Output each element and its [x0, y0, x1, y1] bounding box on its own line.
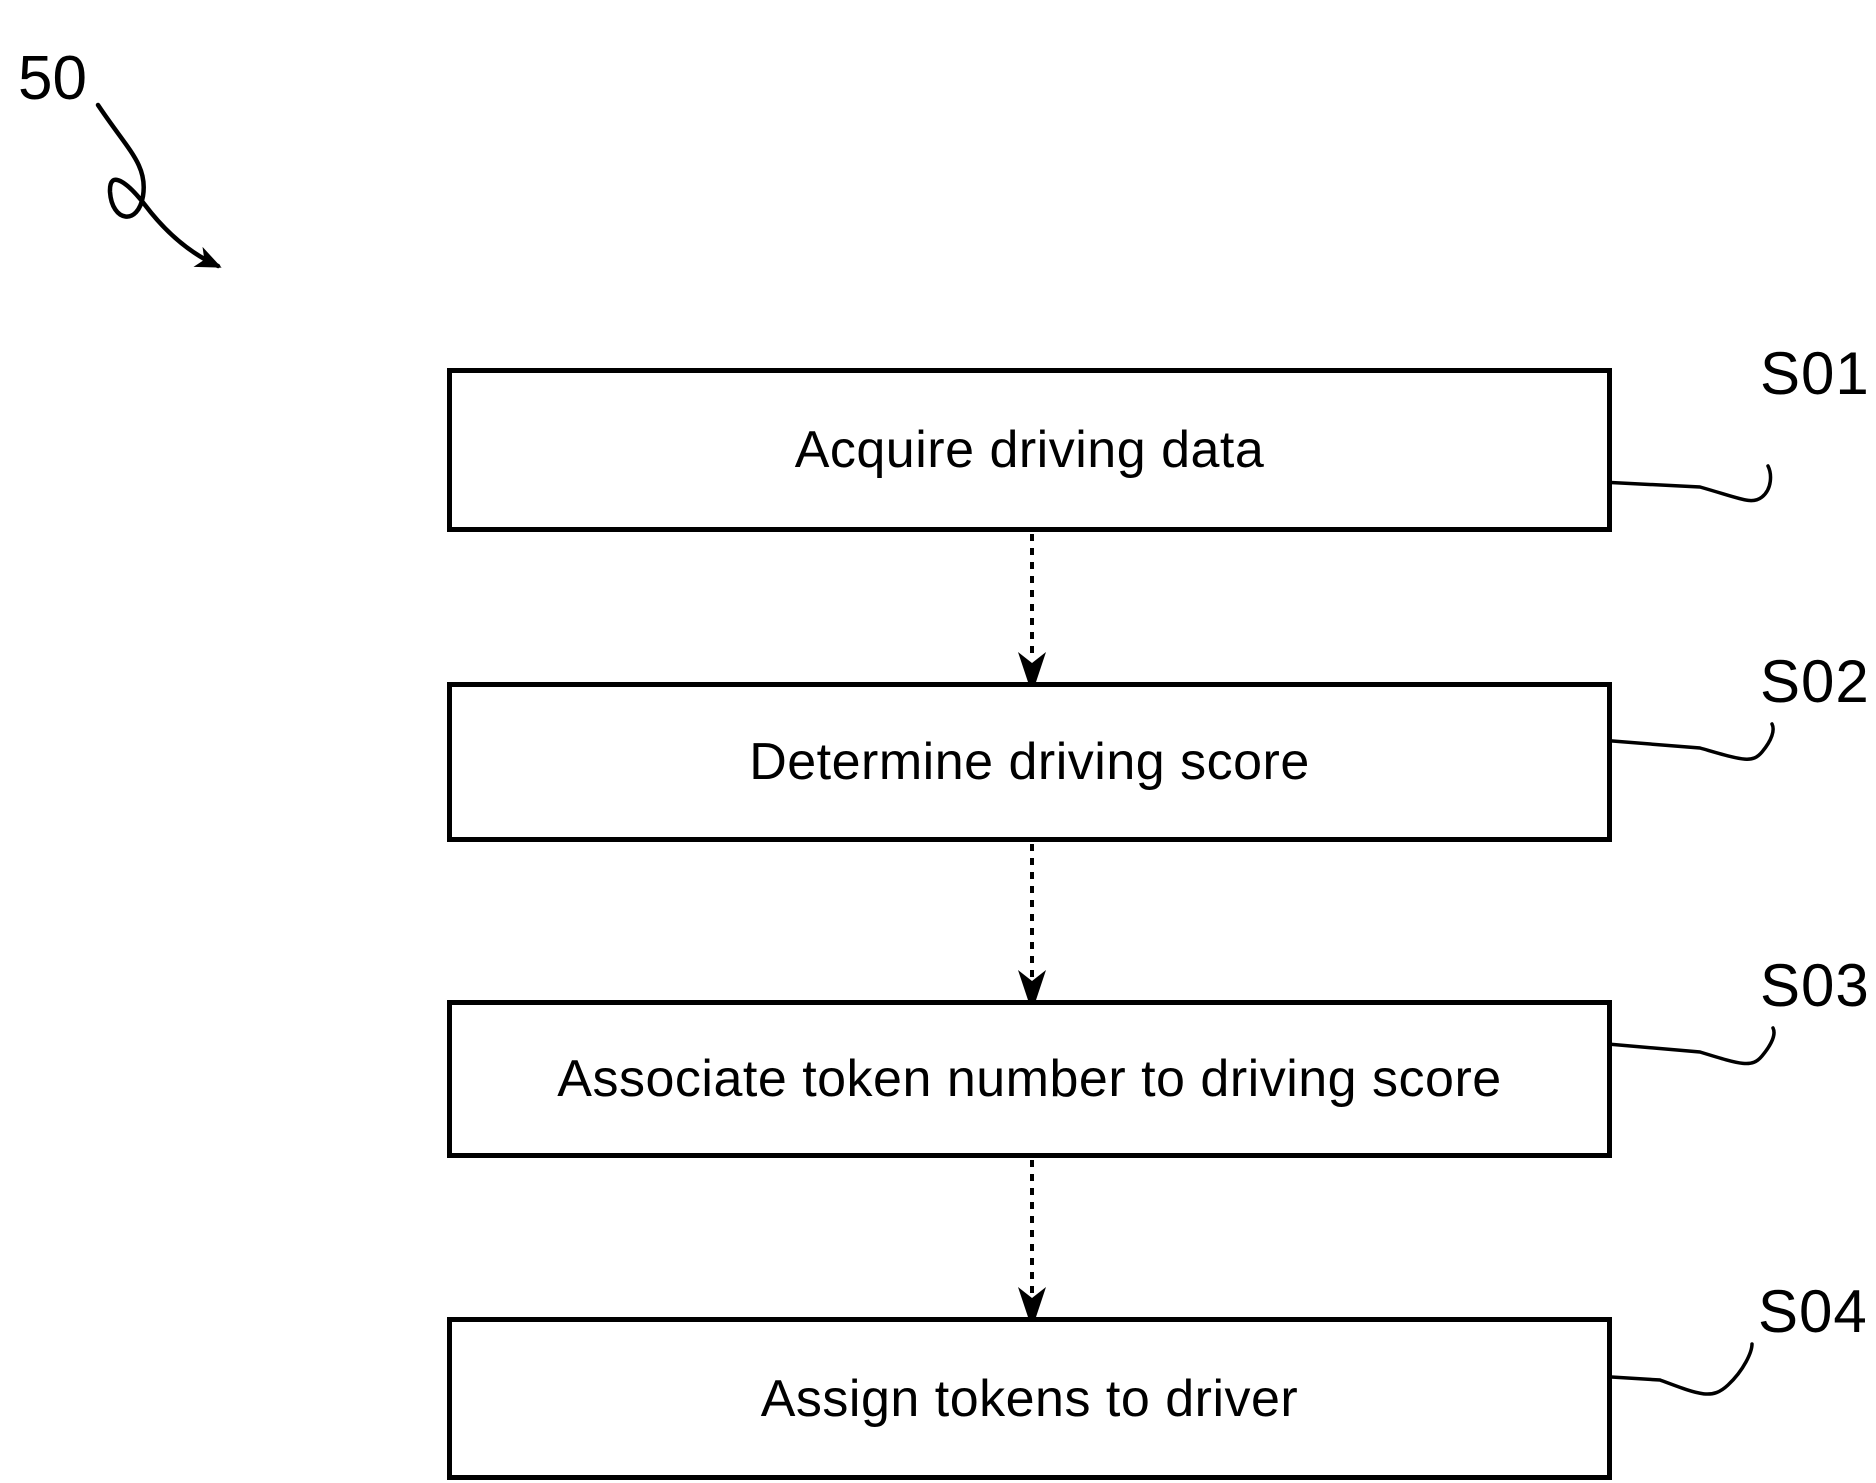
figure-leader-squiggle — [95, 102, 222, 269]
step-label-s03: Associate token number to driving score — [557, 1050, 1502, 1108]
step-label-s02: Determine driving score — [749, 733, 1310, 791]
ref-leader-s04 — [1528, 1342, 1754, 1396]
step-label-s01: Acquire driving data — [794, 421, 1265, 479]
step-box-s04[interactable]: Assign tokens to driver — [447, 1317, 1612, 1480]
step-box-s02[interactable]: Determine driving score — [447, 682, 1612, 842]
step-box-s01[interactable]: Acquire driving data — [447, 368, 1612, 532]
connector-s03-s04 — [1018, 1160, 1046, 1329]
connector-s01-s02 — [1018, 534, 1046, 694]
ref-label-s04: S04 — [1758, 1278, 1868, 1345]
step-box-s03[interactable]: Associate token number to driving score — [447, 1000, 1612, 1158]
ref-leader-s02 — [1560, 722, 1775, 761]
ref-label-s02: S02 — [1760, 648, 1870, 715]
ref-label-s03: S03 — [1760, 952, 1870, 1019]
connector-s02-s03 — [1018, 844, 1046, 1012]
ref-leader-s03 — [1560, 1026, 1776, 1066]
ref-label-s01: S01 — [1760, 340, 1870, 407]
step-label-s04: Assign tokens to driver — [760, 1369, 1299, 1428]
ref-leader-s01 — [1560, 464, 1773, 503]
figure-number: 50 — [18, 44, 87, 113]
